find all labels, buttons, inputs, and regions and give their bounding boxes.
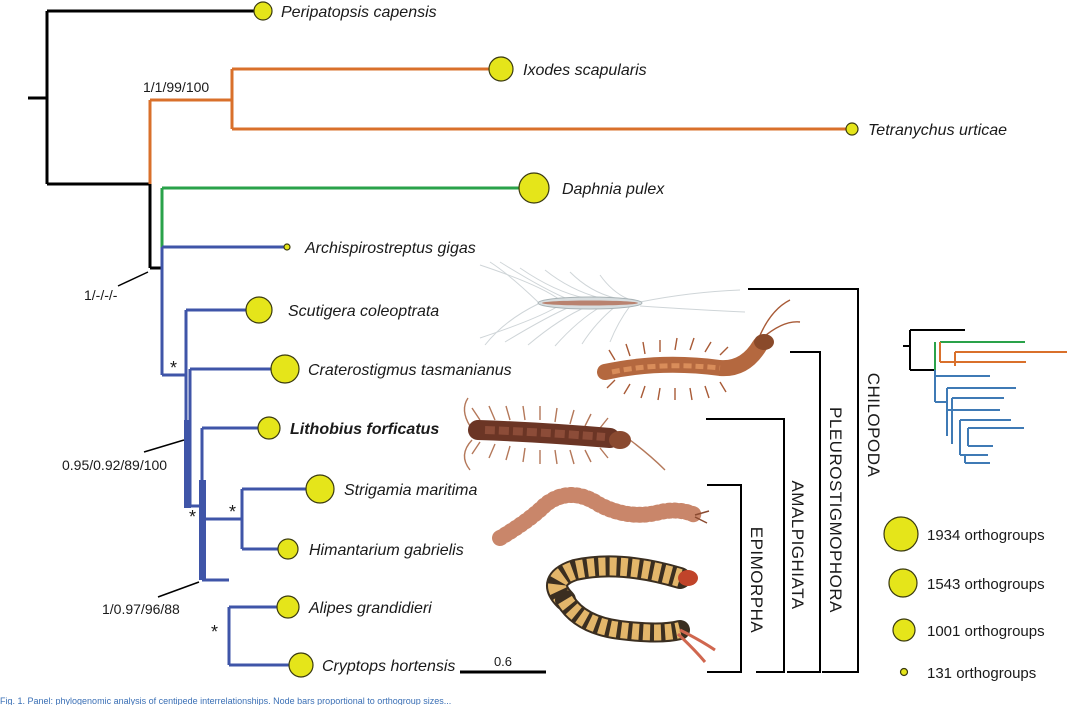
taxon-label-craterostigmus: Craterostigmus tasmanianus [308, 362, 512, 379]
legend-swatch-1934 [883, 516, 919, 552]
tip-node-alipes [276, 595, 300, 619]
tip-node-peripatopsis [253, 1, 273, 21]
clade-label-pleurostigmophora: PLEUROSTIGMOPHORA [826, 407, 845, 613]
craterostigmus-illustration [597, 299, 801, 401]
tip-node-craterostigmus [270, 354, 300, 384]
tip-node-daphnia [518, 172, 550, 204]
legend-label-131: 131 orthogroups [927, 665, 1036, 682]
max-support-star: * [229, 502, 236, 522]
tip-node-lithobius [257, 416, 281, 440]
taxon-label-cryptops: Cryptops hortensis [322, 658, 455, 675]
support-pleurostigmophora: 0.95/0.92/89/100 [62, 457, 167, 473]
support-myriapoda: 1/-/-/- [84, 287, 118, 303]
max-support-star: * [189, 507, 196, 527]
max-support-star: * [170, 358, 177, 378]
tip-node-cryptops [288, 652, 314, 678]
taxon-label-daphnia: Daphnia pulex [562, 181, 665, 198]
taxon-label-alipes: Alipes grandidieri [308, 600, 432, 617]
legend-label-1934: 1934 orthogroups [927, 527, 1045, 544]
support-chelicerata: 1/1/99/100 [143, 79, 209, 95]
lithobius-illustration [463, 397, 666, 471]
taxon-label-peripatopsis: Peripatopsis capensis [281, 4, 437, 21]
tip-circles [245, 1, 859, 678]
clade-label-epimorpha: EPIMORPHA [747, 527, 766, 634]
figure-caption: Fig. 1. Panel: phylogenomic analysis of … [0, 696, 451, 705]
legend-swatch-1001 [892, 618, 916, 642]
legend: 1934 orthogroups 1543 orthogroups 1001 o… [883, 516, 1045, 682]
tip-node-strigamia [305, 474, 335, 504]
support-epimorpha: 1/0.97/96/88 [102, 601, 180, 617]
scale-bar-label: 0.6 [494, 654, 512, 669]
taxon-label-tetranychus: Tetranychus urticae [868, 122, 1007, 139]
tip-node-ixodes [488, 56, 514, 82]
support-leader-myriapoda [117, 271, 149, 287]
alipes-illustration [546, 555, 716, 663]
node-bar-epimorpha [199, 480, 206, 580]
node-bar-pleurostigmophora [184, 420, 191, 508]
clade-label-amalpighiata: AMALPIGHIATA [788, 480, 807, 609]
clade-brackets [706, 288, 859, 673]
strigamia-illustration [492, 487, 710, 546]
legend-swatch-1543 [888, 568, 918, 598]
legend-swatch-131 [899, 667, 909, 677]
inset-mini-tree [903, 329, 1067, 464]
outgroup-branches [28, 9, 262, 270]
legend-label-1543: 1543 orthogroups [927, 576, 1045, 593]
taxon-label-ixodes: Ixodes scapularis [523, 62, 647, 79]
taxon-label-strigamia: Strigamia maritima [344, 482, 477, 499]
tip-node-himantarium [277, 538, 299, 560]
tip-node-tetranychus [845, 122, 859, 136]
taxon-label-scutigera: Scutigera coleoptrata [288, 303, 439, 320]
tip-node-archispirostreptus [283, 243, 291, 251]
taxon-label-himantarium: Himantarium gabrielis [309, 542, 464, 559]
tip-node-scutigera [245, 296, 273, 324]
max-support-star: * [211, 622, 218, 642]
legend-label-1001: 1001 orthogroups [927, 623, 1045, 640]
taxon-label-archispirostreptus: Archispirostreptus gigas [304, 240, 476, 257]
taxon-label-lithobius: Lithobius forficatus [290, 421, 439, 438]
clade-label-chilopoda: CHILOPODA [864, 373, 883, 478]
support-leader-epimorpha [157, 581, 200, 598]
chelicerata-branches [148, 67, 851, 184]
support-leader-pleurostigmophora [143, 439, 185, 453]
scutigera-illustration [479, 261, 746, 347]
